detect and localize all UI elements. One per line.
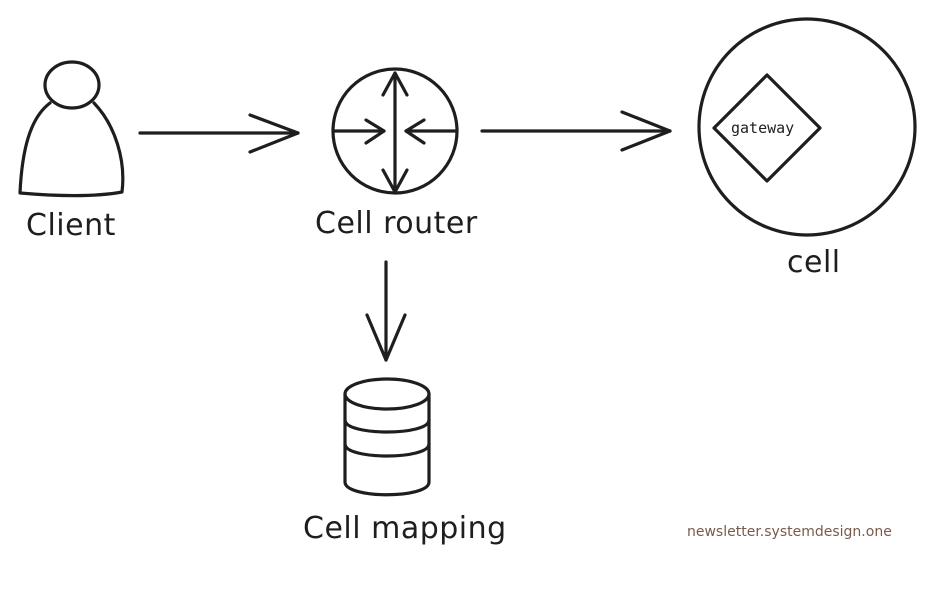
client-label: Client bbox=[26, 208, 116, 243]
cell-router-label: Cell router bbox=[315, 206, 478, 241]
router-icon bbox=[331, 67, 459, 195]
arrow-client-to-router bbox=[138, 113, 300, 154]
cell-mapping-label: Cell mapping bbox=[303, 511, 507, 546]
arrow-router-to-cell bbox=[480, 110, 672, 152]
person-icon bbox=[18, 60, 125, 198]
database-icon bbox=[343, 377, 431, 497]
gateway-label: gateway bbox=[731, 119, 795, 137]
gateway-diamond-shape bbox=[712, 73, 822, 183]
arrow-router-to-mapping bbox=[365, 260, 407, 362]
watermark-text: newsletter.systemdesign.one bbox=[687, 524, 892, 540]
cell-label: cell bbox=[787, 245, 841, 280]
cell-boundary-circle bbox=[697, 17, 917, 237]
